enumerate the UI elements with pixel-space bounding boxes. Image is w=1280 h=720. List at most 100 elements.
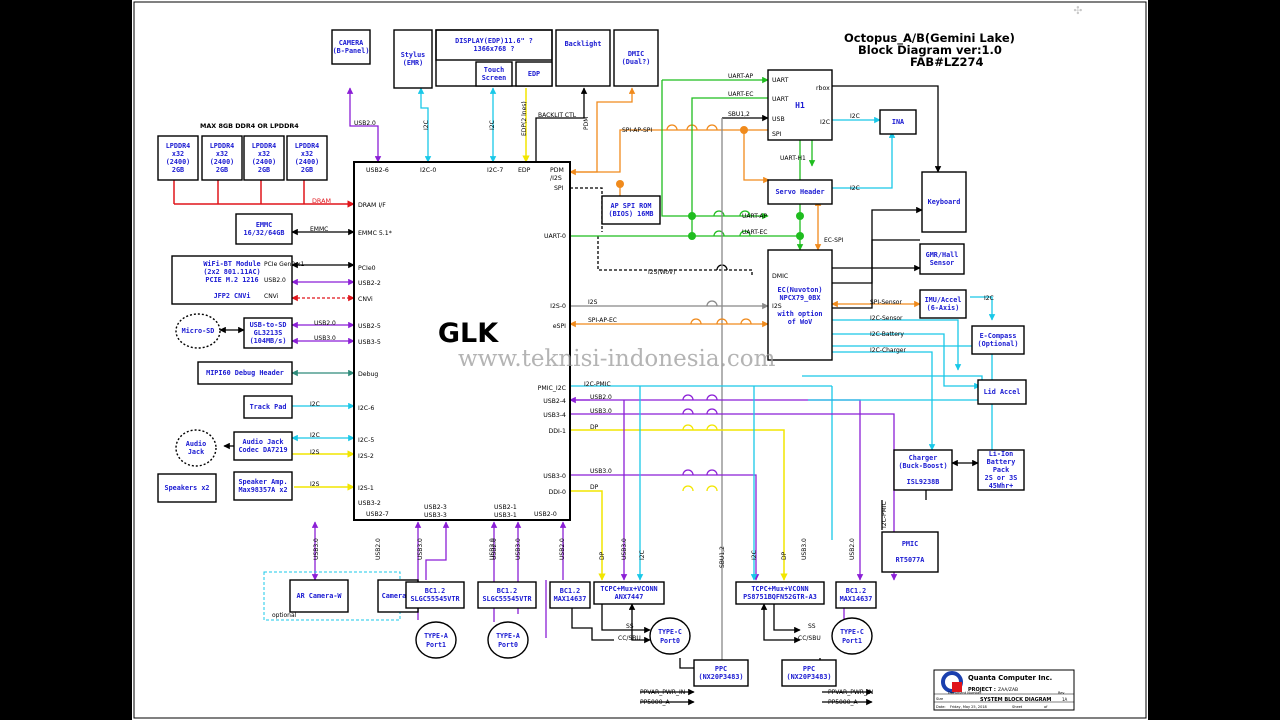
block-outline	[477, 581, 537, 609]
blocks: GLK CAMERA(B-Panel) Stylus(EMR)DISPLAY(EDP…	[157, 29, 1075, 711]
block-label: Speaker Amp.	[238, 478, 287, 486]
imu-block[interactable]: IMU/Accel(6-Axis)	[919, 289, 967, 319]
h1-pin-label: UART	[772, 96, 789, 103]
ppc1-block[interactable]: PPC(NX20P3483)	[781, 659, 837, 687]
speaker-amp-block[interactable]: Speaker Amp.Max98357A x2	[233, 471, 293, 501]
stylus-block[interactable]: Stylus(EMR)	[393, 29, 433, 89]
trackpad-block[interactable]: Track Pad	[243, 395, 293, 419]
soc-pin-label: EMMC 5.1*	[358, 230, 392, 237]
soc-pin-label: USB2-4	[543, 398, 566, 405]
block-label: AP SPI ROM	[611, 202, 652, 210]
display-block[interactable]: DISPLAY(EDP)11.6" ?1366x768 ?	[435, 29, 553, 61]
block-label: (Optional)	[978, 340, 1019, 348]
block-label: TCPC+Mux+VCONN	[600, 585, 657, 593]
signal-label: I2C-Charger	[870, 347, 906, 354]
micro-sd-block[interactable]: Micro-SD	[175, 313, 221, 349]
wire-crossover	[682, 408, 694, 415]
signal-label: I2C	[423, 120, 430, 130]
soc-pin-label: CNVi	[358, 296, 373, 303]
camera-block[interactable]: CAMERA(B-Panel)	[331, 29, 371, 65]
signal-label: USB3.0	[417, 538, 424, 560]
signal-line	[628, 603, 651, 644]
charger-block[interactable]: Charger(Buck-Boost)ISL9238B	[893, 449, 953, 491]
ppc0-block[interactable]: PPC(NX20P3483)	[693, 659, 749, 687]
soc-pin-label: USB3-3	[424, 512, 447, 519]
company-name: Quanta Computer Inc.	[968, 674, 1052, 682]
block-label: 2GB	[258, 166, 270, 174]
signal-label: DP	[590, 484, 599, 491]
signal-line	[832, 319, 962, 371]
speakers-block[interactable]: Speakers x2	[157, 473, 217, 503]
h1-pin-label: USB	[772, 116, 785, 123]
signal-line	[970, 296, 996, 321]
block-outline	[171, 255, 293, 305]
port-label: Port1	[426, 641, 446, 649]
signal-label: USB2.0	[491, 538, 498, 560]
signal-label: SPI-Sensor	[870, 299, 902, 306]
wire-crossover	[706, 424, 718, 431]
soc-glk[interactable]: GLK	[353, 161, 571, 521]
soc-pin-label: EDP	[518, 167, 531, 174]
signal-label: I2C	[310, 401, 320, 408]
spi-rom-block[interactable]: AP SPI ROM(BIOS) 16MB	[601, 195, 661, 225]
block-outline	[613, 29, 659, 87]
signal-label: USB2.0	[375, 538, 382, 560]
ar-camera-block[interactable]: AR Camera-W	[289, 579, 349, 613]
symmetry-icon[interactable]: ✣	[1073, 2, 1083, 18]
dmic-top-block[interactable]: DMIC(Dual?)	[613, 29, 659, 87]
wifi-block[interactable]: WiFi-BT Module(2x2 801.11AC)PCIE M.2 121…	[171, 255, 293, 305]
servo-block[interactable]: Servo Header	[767, 179, 833, 205]
edp-block[interactable]: EDP	[515, 61, 553, 87]
block-label: Speakers x2	[164, 484, 209, 492]
sheet-label: Sheet	[1012, 705, 1023, 709]
wire-crossover	[713, 210, 725, 217]
ina-block[interactable]: INA	[879, 109, 917, 135]
signal-label: I2C	[850, 113, 860, 120]
signal-label: EMMC	[310, 226, 328, 233]
block-label: Camera-W	[382, 592, 416, 600]
wire-crossover	[716, 318, 728, 325]
mipi-block[interactable]: MIPI60 Debug Header	[197, 361, 293, 385]
block-label: BC1.2	[497, 587, 517, 595]
signal-label: PDM	[583, 117, 590, 130]
block-label: IMU/Accel	[925, 296, 962, 304]
port-label: Port0	[660, 637, 680, 645]
keyboard-block[interactable]: Keyboard	[921, 171, 967, 233]
block-label: Keyboard	[928, 198, 961, 206]
h1-block[interactable]: H1	[767, 69, 833, 141]
soc-pin-label: I2S-2	[358, 453, 374, 460]
lid-accel-block[interactable]: Lid Accel	[977, 379, 1027, 405]
signal-line	[570, 474, 760, 581]
backlight-block[interactable]: Backlight	[555, 29, 611, 87]
block-label: ANX7447	[615, 593, 644, 601]
quanta-logo-icon	[941, 671, 963, 693]
block-outline	[921, 171, 967, 233]
ecompass-block[interactable]: E-Compass(Optional)	[971, 325, 1025, 355]
signal-label: I2C	[984, 295, 994, 302]
block-label: x32	[258, 150, 270, 158]
